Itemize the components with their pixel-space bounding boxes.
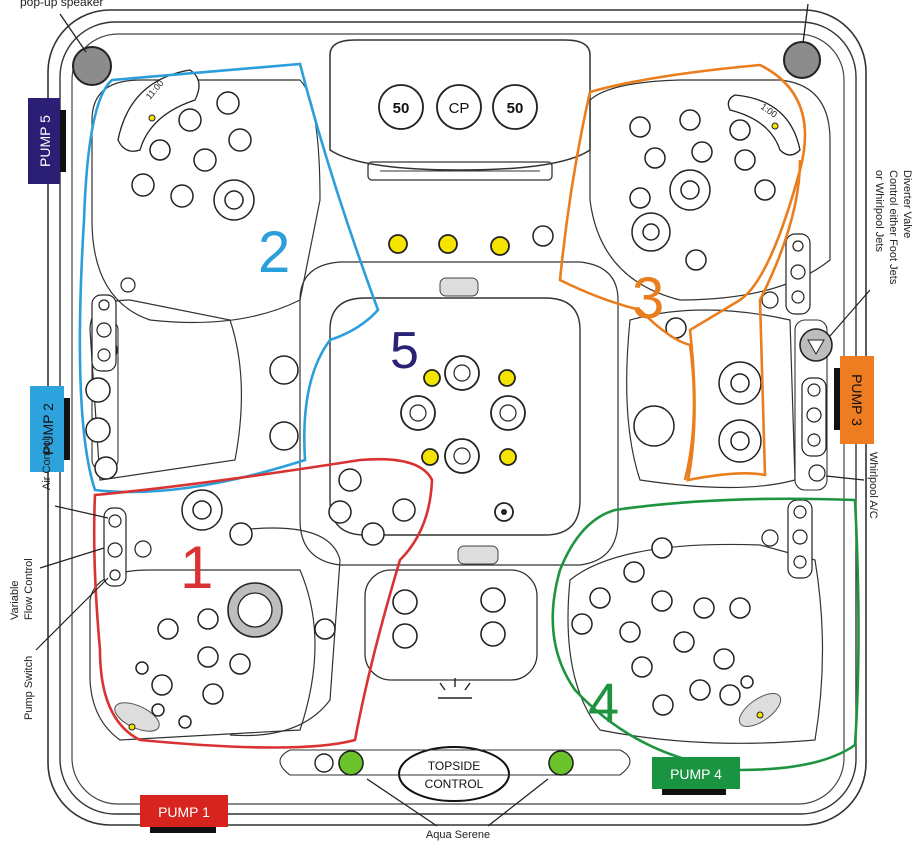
jets-zone-2 (85, 91, 299, 480)
pump-2-motor (64, 398, 70, 460)
air-control-leader (54, 505, 109, 519)
top-yellow-lights (388, 234, 510, 256)
pump-5-badge (28, 98, 60, 184)
jets-zone-4 (571, 537, 754, 716)
zone-4-outline (551, 497, 860, 772)
right-controls (761, 233, 827, 579)
seat-right-mid (626, 309, 796, 489)
pillow-left (117, 69, 200, 152)
topside-label-1: TOPSIDE (428, 759, 480, 773)
zone-5-number: 5 (390, 322, 419, 380)
pump-3-motor (834, 368, 840, 430)
popup-speaker-left (72, 46, 112, 86)
air-control-label: Air Control (41, 438, 53, 490)
pillow-bottom-left-light (128, 723, 136, 731)
pump-5-motor (60, 110, 66, 172)
pump-4-label: PUMP 4 (670, 766, 722, 782)
right-wall-panel (794, 319, 828, 491)
step-ledge (279, 749, 631, 776)
footwell-outer (299, 261, 619, 566)
popup-speaker-label: pop-up speaker (20, 0, 103, 9)
center-bench-jets (392, 587, 506, 649)
light-icon (438, 678, 472, 699)
lounger-jet-center (436, 84, 482, 130)
zone-2-outline (78, 62, 380, 494)
pillow-right-light (771, 122, 779, 130)
seat-right-bottom (567, 543, 824, 744)
bottom-filter (457, 545, 499, 565)
pump-1-motor (150, 827, 216, 833)
aqua-leader-left (366, 778, 438, 827)
variable-flow-line-1: Variable (9, 580, 21, 620)
pillow-right (727, 94, 801, 156)
aqua-leader-right (487, 778, 549, 827)
whirlpool-jet-inner (237, 592, 273, 628)
center-yellow-lights (421, 369, 517, 466)
footwell-drain-center (501, 509, 507, 515)
pillow-bottom-right-light (756, 711, 764, 719)
diverter-annotation: Diverter Valve Control either Foot Jets … (873, 170, 913, 285)
jets-zone-3 (532, 109, 776, 463)
jets-zone-1 (135, 468, 416, 729)
zone-2-number: 2 (258, 220, 290, 285)
topside-label-2: CONTROL (425, 777, 484, 791)
footwell-inner (329, 297, 581, 536)
lounger-label-left: 50 (393, 100, 410, 117)
seat-right-top (589, 79, 831, 301)
pillow-bottom-right (738, 693, 782, 727)
aqua-serene-label: Aqua Serene (426, 829, 490, 841)
speaker-leader-left (59, 13, 87, 53)
left-controls (91, 277, 152, 587)
popup-speaker-right (783, 41, 821, 79)
whirlpool-ac-label: Whirlpool A/C (867, 452, 879, 519)
step-jet (314, 753, 334, 773)
lounger-label-center: CP (449, 100, 470, 117)
diverter-line-1: Diverter Valve (901, 170, 913, 238)
aqua-serene-left (338, 750, 364, 776)
seat-left-top (91, 79, 321, 324)
pump-2-badge (30, 386, 64, 472)
zone-4-number: 4 (588, 671, 619, 734)
pump-5-label: PUMP 5 (37, 115, 53, 167)
topside-control[interactable] (398, 746, 510, 802)
lounger-grille (367, 161, 553, 181)
diverter-valve-arrow (807, 339, 825, 356)
center-jet-cluster (400, 355, 526, 474)
speaker-leader-right (802, 3, 809, 44)
diverter-line-3: or Whirlpool Jets (873, 170, 885, 252)
zone-3-outline (558, 63, 807, 482)
whirlpool-ac-leader (825, 475, 865, 481)
pillow-left-light (148, 114, 156, 122)
pump-1-label: PUMP 1 (158, 804, 210, 820)
pump-4-badge (652, 757, 740, 789)
seat-left-bottom-arm (229, 527, 341, 737)
lounger-label-right: 50 (507, 100, 524, 117)
aqua-serene-right (548, 750, 574, 776)
lounger-jet-right (492, 84, 538, 130)
variable-flow-line-2: Flow Control (23, 558, 35, 620)
diverter-leader (829, 289, 871, 337)
pump-2-label: PUMP 2 (40, 403, 56, 455)
pump-3-label: PUMP 3 (849, 374, 865, 426)
lounger-jet-left (378, 84, 424, 130)
pump-3-badge (840, 356, 874, 444)
diverter-line-2: Control either Foot Jets (887, 170, 899, 285)
top-filter (439, 277, 479, 297)
zone-1-number: 1 (180, 534, 213, 601)
center-bench (364, 569, 538, 681)
variable-flow-leader (39, 547, 105, 569)
pump-1-badge (140, 795, 228, 827)
pump-4-motor (662, 789, 726, 795)
zone-1-outline (92, 457, 434, 749)
pump-switch-leader (35, 577, 109, 651)
zone-3-number: 3 (632, 266, 664, 331)
pump-switch-label: Pump Switch (23, 656, 35, 720)
